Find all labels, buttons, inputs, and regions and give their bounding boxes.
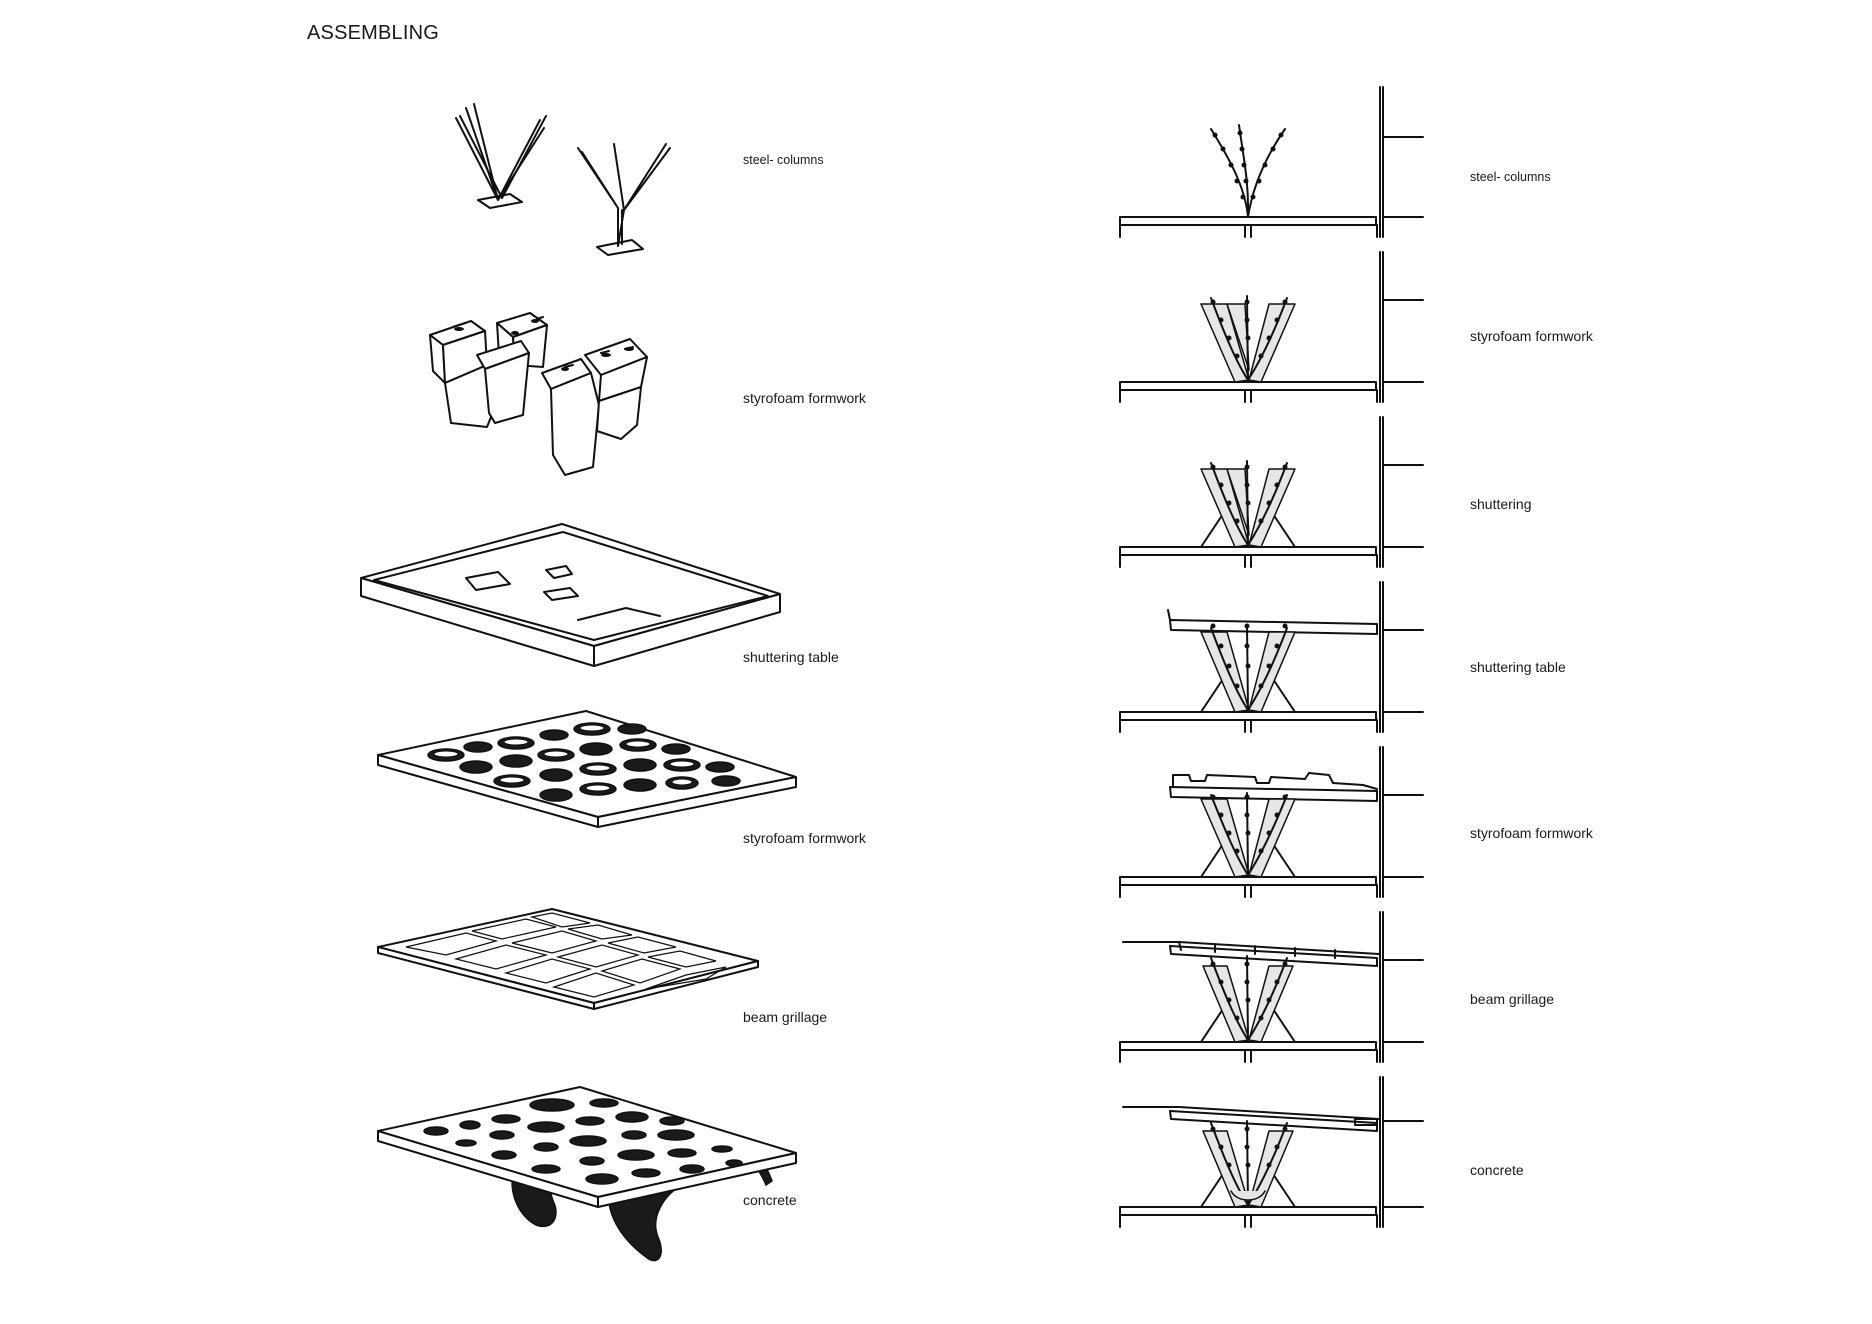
left-label-steel-columns: steel- columns	[743, 153, 824, 167]
right-label-styrofoam-formwork-2: styrofoam formwork	[1470, 825, 1593, 841]
iso-steel-columns	[455, 103, 671, 256]
section-styrofoam-formwork	[1119, 251, 1424, 403]
left-label-styrofoam-formwork-1: styrofoam formwork	[743, 390, 866, 406]
section-beam-grillage	[1119, 911, 1424, 1063]
iso-beam-grillage	[377, 908, 759, 1010]
right-label-steel-columns: steel- columns	[1470, 170, 1551, 184]
iso-concrete-slab	[377, 1086, 797, 1262]
right-label-shuttering-table: shuttering table	[1470, 659, 1566, 675]
section-steel-columns	[1119, 86, 1424, 238]
right-label-styrofoam-formwork-1: styrofoam formwork	[1470, 328, 1593, 344]
left-label-shuttering-table: shuttering table	[743, 649, 839, 665]
diagram-title: ASSEMBLING	[307, 22, 440, 44]
right-label-concrete: concrete	[1470, 1162, 1524, 1178]
iso-styrofoam-blocks	[429, 312, 648, 476]
iso-styrofoam-slab	[377, 710, 797, 828]
section-shuttering	[1119, 416, 1424, 568]
section-styrofoam-formwork-table	[1119, 746, 1424, 898]
iso-shuttering-table	[360, 523, 781, 667]
right-label-beam-grillage: beam grillage	[1470, 991, 1555, 1007]
left-label-concrete: concrete	[743, 1192, 797, 1208]
section-shuttering-table	[1119, 581, 1424, 733]
left-label-beam-grillage: beam grillage	[743, 1009, 828, 1025]
left-label-styrofoam-formwork-2: styrofoam formwork	[743, 830, 866, 846]
section-concrete	[1119, 1076, 1424, 1228]
right-label-shuttering: shuttering	[1470, 496, 1532, 512]
